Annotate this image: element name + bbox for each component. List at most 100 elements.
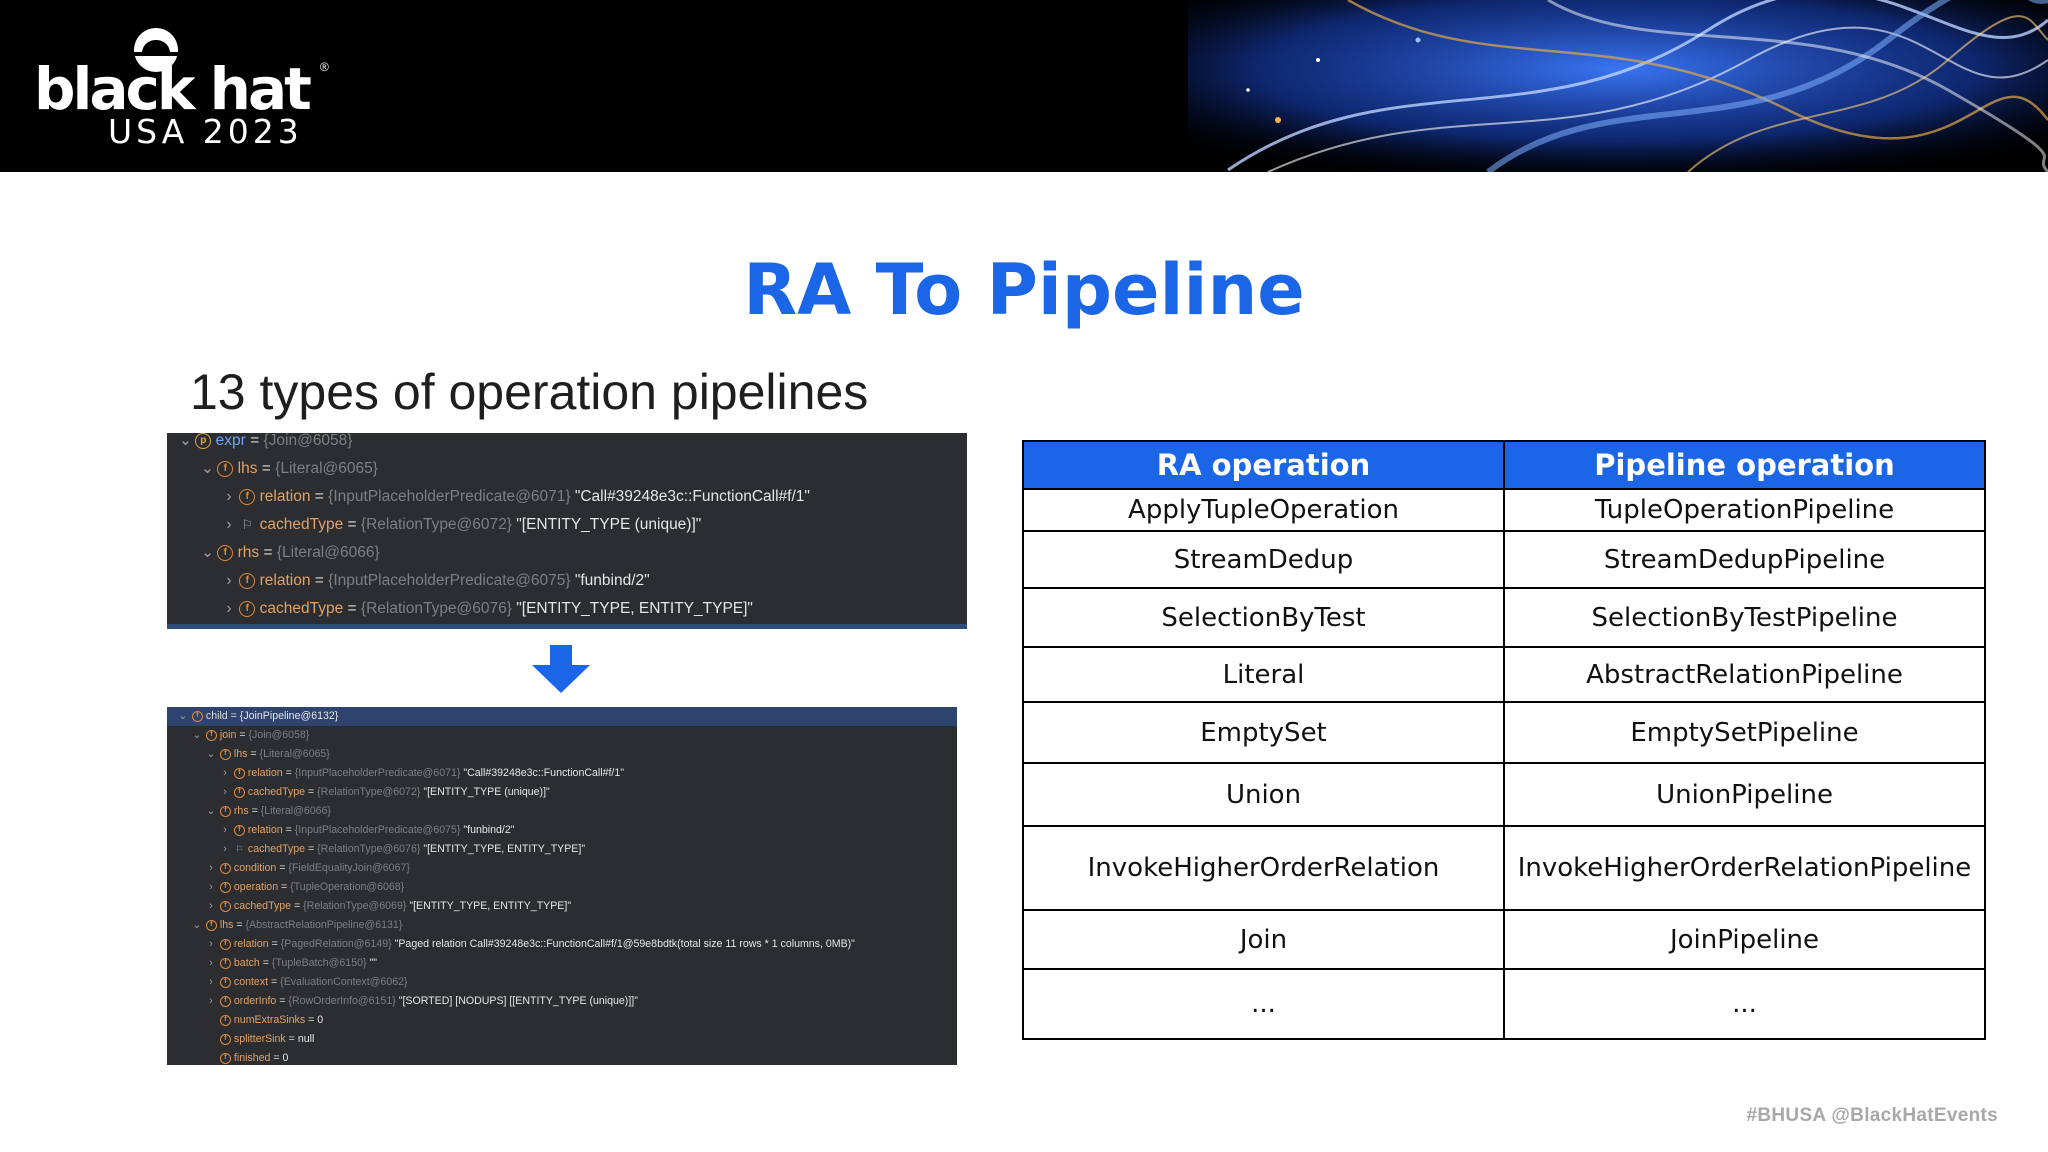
chevron-right-icon[interactable]: › (209, 938, 213, 950)
chevron-right-icon[interactable]: › (209, 957, 213, 969)
field-icon: f (219, 976, 231, 988)
chevron-down-icon[interactable]: ⌄ (192, 729, 202, 741)
selection-strip (167, 624, 967, 629)
chevron-right-icon[interactable]: › (223, 824, 227, 836)
blackhat-logo: black hat ® USA 2023 (34, 22, 344, 152)
tree-row[interactable]: › f context = {EvaluationContext@6062} (167, 973, 407, 992)
table-cell: InvokeHigherOrderRelationPipeline (1503, 825, 1986, 911)
chevron-right-icon[interactable]: › (226, 488, 232, 505)
table-row: Join JoinPipeline (1022, 909, 1986, 970)
field-icon: f (191, 710, 203, 722)
field-icon: f (239, 572, 256, 589)
table-cell: ... (1022, 968, 1505, 1040)
tree-row[interactable]: ⌄ p expr = {Join@6058} (167, 433, 352, 455)
tree-row[interactable]: › f relation = {InputPlaceholderPredicat… (167, 567, 649, 595)
chevron-right-icon[interactable]: › (209, 862, 213, 874)
chevron-right-icon[interactable]: › (226, 516, 232, 533)
tree-row[interactable]: › f cachedType = {RelationType@6072} "[E… (167, 783, 550, 802)
tree-row[interactable]: ⌄ f join = {Join@6058} (167, 726, 310, 745)
tree-row[interactable]: ⌄ f lhs = {Literal@6065} (167, 745, 330, 764)
debugger-variables-panel-bottom: ⌄ f child = {JoinPipeline@6132} ⌄ f join… (167, 707, 957, 1065)
field-icon: f (219, 900, 231, 912)
table-cell: InvokeHigherOrderRelation (1022, 825, 1505, 911)
field-icon: f (219, 938, 231, 950)
table-cell: Union (1022, 762, 1505, 827)
tree-row[interactable]: › f orderInfo = {RowOrderInfo@6151} "[SO… (167, 992, 638, 1011)
flag-icon: ⚐ (235, 844, 244, 854)
chevron-right-icon[interactable]: › (226, 572, 232, 589)
chevron-down-icon[interactable]: ⌄ (178, 710, 188, 722)
tree-row[interactable]: › ⚐ cachedType = {RelationType@6072} "[E… (167, 511, 701, 539)
chevron-right-icon[interactable]: › (226, 600, 232, 617)
table-row: Literal AbstractRelationPipeline (1022, 646, 1986, 703)
tree-row[interactable]: › f cachedType = {RelationType@6069} "[E… (167, 897, 571, 916)
table-row: EmptySet EmptySetPipeline (1022, 701, 1986, 764)
tree-row[interactable]: › f operation = {TupleOperation@6068} (167, 878, 404, 897)
chevron-right-icon[interactable]: › (223, 786, 227, 798)
chevron-right-icon[interactable]: › (209, 995, 213, 1007)
table-cell: Join (1022, 909, 1505, 970)
arrow-down-icon (532, 645, 590, 693)
logo-event: USA 2023 (108, 112, 303, 151)
tree-row[interactable]: › f batch = {TupleBatch@6150} "" (167, 954, 377, 973)
footer-handle: @BlackHatEvents (1831, 1105, 1998, 1126)
field-icon: f (219, 1014, 231, 1026)
table-cell: UnionPipeline (1503, 762, 1986, 827)
chevron-down-icon[interactable]: ⌄ (192, 919, 202, 931)
tree-row[interactable]: › f relation = {InputPlaceholderPredicat… (167, 483, 810, 511)
chevron-down-icon[interactable]: ⌄ (179, 433, 192, 449)
tree-row[interactable]: ⌄ f lhs = {AbstractRelationPipeline@6131… (167, 916, 403, 935)
tree-row-selected[interactable]: ⌄ f child = {JoinPipeline@6132} (167, 707, 957, 726)
field-icon: f (205, 729, 217, 741)
table-row: SelectionByTest SelectionByTestPipeline (1022, 587, 1986, 648)
table-cell: EmptySet (1022, 701, 1505, 764)
table-row: StreamDedup StreamDedupPipeline (1022, 530, 1986, 589)
chevron-right-icon[interactable]: › (223, 767, 227, 779)
tree-row[interactable]: f splitterSink = null (167, 1030, 314, 1049)
field-icon: f (217, 460, 234, 477)
chevron-down-icon[interactable]: ⌄ (206, 748, 216, 760)
field-icon: f (219, 995, 231, 1007)
tree-row[interactable]: › ⚐ cachedType = {RelationType@6076} "[E… (167, 840, 585, 859)
table-cell: TupleOperationPipeline (1503, 488, 1986, 532)
chevron-down-icon[interactable]: ⌄ (201, 460, 214, 477)
tree-row[interactable]: › f relation = {InputPlaceholderPredicat… (167, 764, 624, 783)
table-cell: StreamDedup (1022, 530, 1505, 589)
field-icon: f (233, 824, 245, 836)
tree-row[interactable]: › f relation = {PagedRelation@6149} "Pag… (167, 935, 855, 954)
chevron-down-icon[interactable]: ⌄ (206, 805, 216, 817)
logo-wordmark: black hat (34, 55, 312, 123)
ra-pipeline-table: RA operation Pipeline operation ApplyTup… (1022, 440, 1986, 1040)
tree-row[interactable]: ⌄ f lhs = {Literal@6065} (167, 455, 378, 483)
chevron-right-icon[interactable]: › (209, 881, 213, 893)
table-cell: AbstractRelationPipeline (1503, 646, 1986, 703)
field-icon: f (239, 488, 256, 505)
tree-row[interactable]: f numExtraSinks = 0 (167, 1011, 323, 1030)
table-cell: Literal (1022, 646, 1505, 703)
chevron-right-icon[interactable]: › (209, 900, 213, 912)
chevron-right-icon[interactable]: › (223, 843, 227, 855)
table-row: Union UnionPipeline (1022, 762, 1986, 827)
table-row: ApplyTupleOperation TupleOperationPipeli… (1022, 488, 1986, 532)
table-cell: EmptySetPipeline (1503, 701, 1986, 764)
field-icon: f (219, 748, 231, 760)
table-cell: SelectionByTest (1022, 587, 1505, 648)
tree-row[interactable]: › f cachedType = {RelationType@6076} "[E… (167, 595, 753, 623)
chevron-right-icon[interactable]: › (209, 976, 213, 988)
field-icon: f (219, 1052, 231, 1064)
abstract-swirl-graphic (1188, 0, 2048, 172)
tree-row[interactable]: › f relation = {InputPlaceholderPredicat… (167, 821, 514, 840)
header-banner: black hat ® USA 2023 (0, 0, 2048, 172)
parameter-icon: p (195, 433, 212, 449)
tree-row[interactable]: f finished = 0 (167, 1049, 288, 1065)
field-icon: f (205, 919, 217, 931)
field-icon: f (219, 957, 231, 969)
table-row: ... ... (1022, 968, 1986, 1040)
column-header: Pipeline operation (1503, 440, 1986, 490)
tree-row[interactable]: ⌄ f rhs = {Literal@6066} (167, 539, 380, 567)
spy-hat-icon (134, 28, 178, 72)
tree-row[interactable]: › f condition = {FieldEqualityJoin@6067} (167, 859, 410, 878)
tree-row[interactable]: ⌄ f rhs = {Literal@6066} (167, 802, 331, 821)
chevron-down-icon[interactable]: ⌄ (201, 544, 214, 561)
table-cell: ApplyTupleOperation (1022, 488, 1505, 532)
